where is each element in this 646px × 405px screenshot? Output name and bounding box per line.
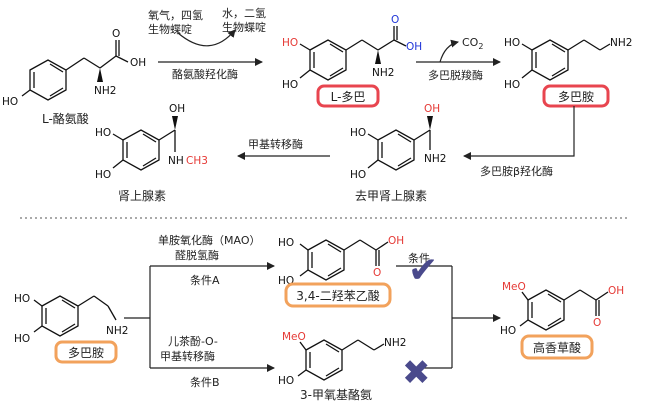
molecule-dopac: HO HO O OH	[278, 235, 404, 287]
step-methyltransferase: 甲基转移酶	[237, 137, 330, 160]
step2-enzyme: 多巴脱羧酶	[428, 68, 483, 82]
step-tyrosine-hydroxylase: 氧气，四氢 生物蝶啶 水，二氢 生物蝶啶 酪氨酸羟化酶	[148, 6, 266, 81]
step1-enzyme: 酪氨酸羟化酶	[172, 67, 238, 81]
dopac-box-label: 3,4-二羟苯乙酸	[296, 288, 379, 303]
tyrosine-o: O	[112, 28, 120, 40]
step1-input-line2: 生物蝶啶	[148, 22, 192, 36]
molecule-epinephrine: HO HO OH NH CH3 肾上腺素	[95, 103, 208, 203]
step3-enzyme: 多巴胺β羟化酶	[480, 164, 553, 178]
lower-enzyme-line1: 儿茶酚-O-	[168, 334, 218, 348]
3mt-ho: HO	[278, 375, 294, 387]
merge-arrows	[396, 265, 501, 369]
upper-condition: 条件A	[190, 273, 220, 287]
dopamine-top-box-label: 多巴胺	[558, 90, 594, 104]
epinephrine-ho-2: HO	[95, 169, 111, 181]
lower-enzyme-line2: 甲基转移酶	[160, 349, 215, 363]
3mt-name: 3-甲氧基酪氨	[300, 387, 372, 402]
step4-enzyme: 甲基转移酶	[248, 137, 303, 151]
hva-box-label: 高香草酸	[533, 340, 581, 355]
upper-enzyme-line2: 醛脱氢酶	[175, 248, 219, 262]
molecule-l-tyrosine: HO OH O NH2 L-酪氨酸	[2, 28, 146, 126]
epinephrine-nh: NH	[168, 155, 184, 167]
lower-condition: 条件B	[190, 375, 220, 389]
molecule-l-dopa: HO HO OH O NH2	[282, 14, 422, 91]
tyrosine-oh: OH	[130, 57, 146, 69]
3mt-meo: MeO	[282, 331, 306, 343]
norepinephrine-name: 去甲肾上腺素	[355, 189, 427, 203]
dopamine-bottom-box	[54, 340, 118, 364]
cross-mark-icon: ✖	[402, 353, 431, 393]
ldopa-o: O	[391, 14, 399, 26]
ldopa-oh: OH	[406, 41, 422, 53]
right-condition: 条件	[408, 251, 430, 265]
molecule-3-methoxytyramine: MeO HO NH2 3-甲氧基酪氨	[278, 331, 406, 402]
norepinephrine-ho-2: HO	[350, 169, 366, 181]
ldopa-box-label: L-多巴	[331, 90, 366, 104]
epinephrine-ch3: CH3	[186, 155, 208, 167]
tyrosine-name: L-酪氨酸	[42, 111, 89, 126]
hva-o: O	[593, 317, 601, 329]
check-mark-icon: ✔	[408, 250, 438, 291]
norepinephrine-ho-1: HO	[350, 127, 366, 139]
dopamine-bottom-ho-2: HO	[14, 333, 30, 345]
dopamine-bottom-nh2: NH2	[106, 325, 128, 337]
molecule-dopamine-bottom: HO HO NH2	[14, 293, 128, 345]
epinephrine-name: 肾上腺素	[118, 189, 166, 203]
hva-meo: MeO	[502, 281, 526, 293]
epinephrine-ho-1: HO	[95, 127, 111, 139]
tyrosine-ho: HO	[2, 96, 18, 108]
dopac-box	[284, 282, 392, 308]
dopamine-top-nh2: NH2	[610, 37, 632, 49]
step-dopamine-beta-hydroxylase: 多巴胺β羟化酶	[463, 106, 575, 178]
step-dopa-decarboxylase: CO2 多巴脱羧酶	[416, 36, 501, 82]
dopac-ho-1: HO	[278, 237, 294, 249]
hva-box	[520, 334, 594, 360]
dopac-oh: OH	[388, 235, 404, 247]
arrow-dopamine-to-norepinephrine	[463, 106, 575, 160]
hva-ho: HO	[500, 325, 516, 337]
hva-oh: OH	[608, 285, 624, 297]
dopamine-bottom-ho-1: HO	[14, 293, 30, 305]
molecule-norepinephrine: HO HO OH NH2 去甲肾上腺素	[350, 103, 446, 203]
ldopa-ho-2: HO	[282, 79, 298, 91]
ldopa-box	[316, 84, 380, 108]
dopamine-bottom-box-label: 多巴胺	[68, 346, 104, 360]
co2-release-arrow	[439, 39, 459, 63]
dopamine-top-box	[542, 84, 610, 108]
step1-output-line2: 生物蝶啶	[222, 20, 266, 34]
dopamine-top-ho-2: HO	[504, 79, 520, 91]
norepinephrine-nh2: NH2	[424, 153, 446, 165]
molecule-homovanillic-acid: MeO HO O OH	[500, 281, 624, 337]
dopac-o: O	[373, 267, 381, 279]
branch-arrows	[124, 262, 275, 372]
step1-output-line1: 水，二氢	[222, 6, 266, 20]
molecule-dopamine-top: HO HO NH2	[504, 37, 632, 91]
co2-label: CO2	[462, 36, 483, 51]
3mt-nh2: NH2	[384, 337, 406, 349]
step1-input-line1: 氧气，四氢	[148, 8, 203, 22]
tyrosine-nh2: NH2	[94, 85, 116, 97]
ldopa-ho-1: HO	[282, 37, 298, 49]
upper-enzyme-line1: 单胺氧化酶（MAO）	[158, 233, 260, 247]
dopamine-top-ho-1: HO	[504, 37, 520, 49]
curved-arrow-cofactor	[177, 29, 236, 47]
norepinephrine-oh: OH	[424, 103, 440, 115]
epinephrine-oh: OH	[169, 103, 185, 115]
ldopa-nh2: NH2	[372, 67, 394, 79]
